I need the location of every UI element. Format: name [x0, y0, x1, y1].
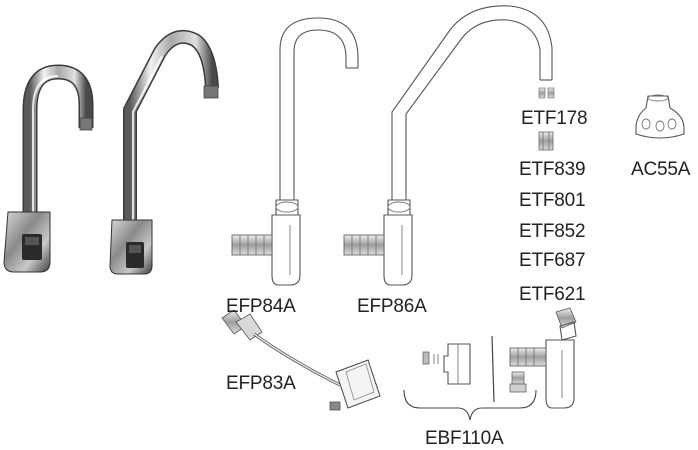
valve-body-etf621	[509, 307, 577, 409]
faucet-short-gooseneck	[3, 64, 94, 273]
kit-parts-ebf110a	[422, 335, 495, 403]
label-etf178: ETF178	[521, 108, 587, 129]
label-efp86a: EFP86A	[357, 296, 427, 317]
label-etf852: ETF852	[519, 221, 585, 242]
label-ac55a: AC55A	[631, 159, 691, 180]
spout-efp86a	[343, 5, 553, 286]
faucet-tall-gooseneck	[109, 30, 219, 275]
label-etf801: ETF801	[519, 190, 585, 211]
bracket-ebf110a	[403, 389, 537, 421]
label-etf687: ETF687	[519, 250, 585, 271]
label-etf621: ETF621	[519, 284, 585, 305]
label-ebf110a: EBF110A	[425, 428, 504, 449]
label-efp84a: EFP84A	[226, 296, 296, 317]
sensor-cable-efp83a	[221, 309, 381, 411]
aerator-part-etf839	[538, 131, 554, 151]
label-etf839: ETF839	[519, 159, 585, 180]
spout-efp84a	[231, 17, 359, 286]
label-efp83a: EFP83A	[226, 373, 296, 394]
cap-ac55a	[635, 94, 685, 139]
aerator-part-etf178	[538, 87, 555, 99]
